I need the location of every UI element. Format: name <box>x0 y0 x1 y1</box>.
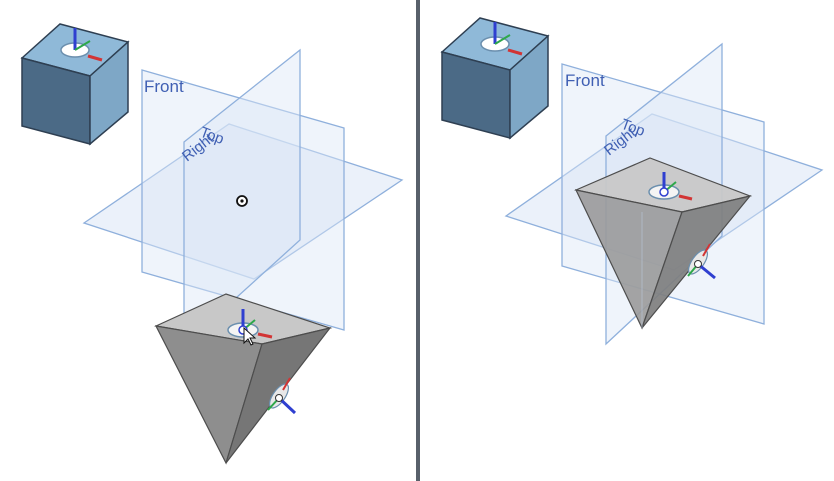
mate-connector-icon[interactable] <box>648 172 693 201</box>
side-mate-connector-icon[interactable] <box>685 243 716 280</box>
view-cube-icon[interactable] <box>20 23 130 146</box>
viewport-right[interactable]: Front Top Right <box>420 0 834 481</box>
viewport-left[interactable]: Front Top Right <box>0 0 416 481</box>
origin-icon[interactable] <box>236 195 248 207</box>
viewport-left-canvas[interactable]: Front Top Right <box>0 0 416 481</box>
viewport-divider[interactable] <box>416 0 420 481</box>
view-cube-icon[interactable] <box>440 17 550 140</box>
side-mate-connector-icon[interactable] <box>266 377 297 415</box>
viewport-right-canvas[interactable]: Front Top Right <box>420 0 834 481</box>
cursor-icon <box>243 326 257 346</box>
front-plane-label: Front <box>565 71 605 90</box>
front-plane-label: Front <box>144 77 184 96</box>
